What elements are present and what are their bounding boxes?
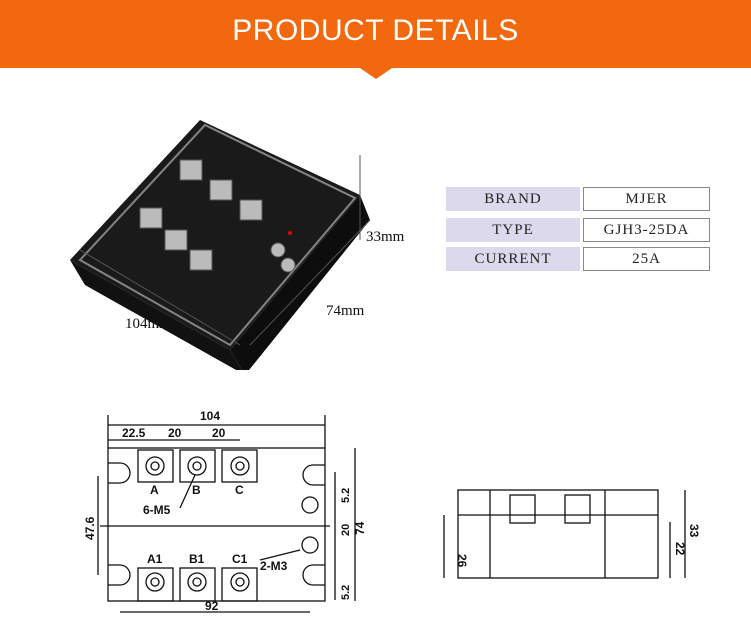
dim-pitch-bc: 20 bbox=[212, 426, 226, 440]
terminal-a1: A1 bbox=[147, 552, 163, 566]
dim-edge-bottom: 5.2 bbox=[340, 585, 352, 600]
spec-value: 25A bbox=[583, 247, 710, 271]
section-header: PRODUCT DETAILS bbox=[0, 0, 751, 68]
spec-row-brand: BRAND MJER bbox=[446, 187, 710, 211]
terminal-b: B bbox=[192, 483, 201, 497]
top-view-drawing: 104 22.5 20 20 A B C 6-M5 A1 B1 C1 2-M3 … bbox=[83, 409, 367, 613]
screw-main-label: 6-M5 bbox=[143, 503, 171, 517]
dim-mount-width: 92 bbox=[205, 599, 219, 613]
dim-base-height: 26 bbox=[455, 554, 469, 568]
spec-value: MJER bbox=[583, 187, 710, 211]
spec-row-type: TYPE GJH3-25DA bbox=[446, 218, 710, 242]
spec-value: GJH3-25DA bbox=[583, 218, 710, 242]
product-photo bbox=[70, 120, 371, 370]
spec-label: CURRENT bbox=[446, 247, 580, 271]
screw-control-label: 2-M3 bbox=[260, 559, 288, 573]
height-dimension: 33mm bbox=[366, 229, 405, 245]
dim-edge-top: 5.2 bbox=[340, 488, 352, 503]
terminal-a: A bbox=[150, 483, 159, 497]
dim-overall-height: 74 bbox=[353, 521, 367, 535]
terminal-c: C bbox=[235, 483, 244, 497]
dim-offset-a: 22.5 bbox=[122, 426, 146, 440]
section-title: PRODUCT DETAILS bbox=[232, 14, 519, 47]
dim-body-height: 22 bbox=[673, 542, 687, 556]
dim-control-pitch: 20 bbox=[340, 524, 352, 536]
dim-mount-spacing: 47.6 bbox=[83, 516, 97, 540]
dim-pitch-ab: 20 bbox=[168, 426, 182, 440]
terminal-c1: C1 bbox=[232, 552, 248, 566]
header-pointer bbox=[360, 68, 392, 79]
side-view-drawing: 26 22 33 bbox=[443, 489, 700, 579]
width-dimension: 104mm bbox=[125, 316, 171, 332]
dim-overall-height-side: 33 bbox=[687, 524, 700, 538]
dim-overall-width: 104 bbox=[200, 409, 220, 423]
spec-row-current: CURRENT 25A bbox=[446, 247, 710, 271]
spec-label: BRAND bbox=[446, 187, 580, 211]
spec-label: TYPE bbox=[446, 218, 580, 242]
depth-dimension: 74mm bbox=[326, 303, 365, 319]
terminal-b1: B1 bbox=[189, 552, 205, 566]
